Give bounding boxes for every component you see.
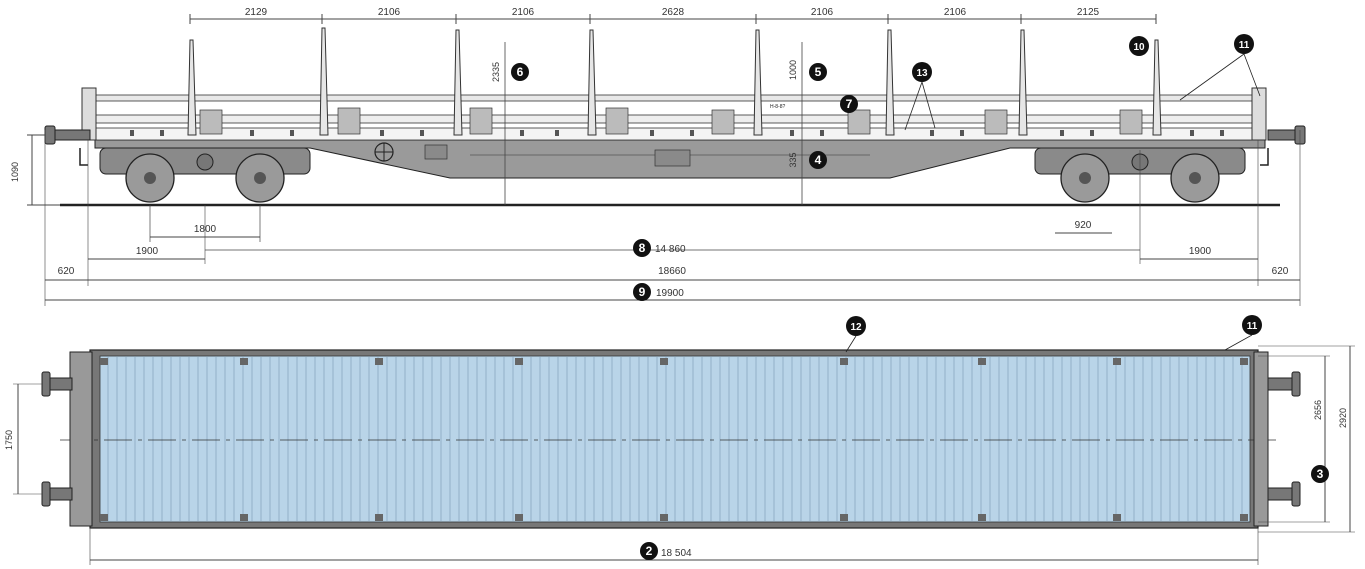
deck-bolts (130, 130, 1224, 136)
deck-clamp (1240, 514, 1248, 521)
svg-text:3: 3 (1317, 467, 1324, 481)
callout-5: 5 (809, 63, 827, 81)
headstock-length-label: 18660 (658, 266, 686, 277)
buffer-length-label: 19900 (656, 288, 684, 299)
deck-clamps (100, 358, 1248, 521)
stanchion-fittings (199, 107, 1143, 135)
overhang-right-label: 620 (1272, 266, 1289, 277)
stanchion (319, 27, 329, 136)
stanchion-spacing-7: 2125 (1077, 7, 1100, 18)
coupling-hook-right (1260, 148, 1269, 166)
bogie-detail-right-label: 920 (1075, 220, 1092, 231)
deck-clamp (1240, 358, 1248, 365)
svg-text:13: 13 (916, 68, 928, 79)
deck-clamp (100, 358, 108, 365)
deck-sole-bar (89, 127, 1266, 141)
stanchions (187, 27, 1162, 136)
deck-length-label: 18 504 (661, 548, 692, 559)
stanchion (885, 29, 895, 136)
overhang-left-label: 620 (58, 266, 75, 277)
deck-clamp (100, 514, 108, 521)
plan-view: 1750 2656 2920 18 504 2 3 12 11 (4, 315, 1355, 565)
svg-text:12: 12 (850, 322, 862, 333)
svg-text:7: 7 (846, 97, 853, 111)
deck-clamp (375, 514, 383, 521)
stanchion-height-left-label: 2335 (491, 62, 501, 82)
stanchion (587, 29, 597, 136)
end-wall-right (1251, 87, 1267, 141)
svg-text:6: 6 (517, 65, 524, 79)
callout-12: 12 (846, 316, 866, 336)
svg-text:5: 5 (815, 65, 822, 79)
headstock-right (1253, 351, 1269, 527)
svg-text:10: 10 (1133, 42, 1145, 53)
deck-clamp (978, 358, 986, 365)
coupling-hook-left (79, 148, 88, 166)
callout-4: 4 (809, 151, 827, 169)
callout-11-plan: 11 (1242, 315, 1262, 335)
deck-plank-lines (107, 357, 1243, 521)
stanchion-spacing-1: 2129 (245, 7, 268, 18)
callout-6: 6 (511, 63, 529, 81)
end-to-bogie-right-label: 1900 (1189, 246, 1212, 257)
buffer-spacing-label: 1750 (4, 430, 14, 450)
small-detail-label: H-8-8? (770, 104, 786, 110)
stanchion (1018, 29, 1028, 136)
bogie-left (99, 147, 311, 203)
deck-clamp (1113, 514, 1121, 521)
deck-top-rail (89, 94, 1266, 102)
stanchion (453, 29, 463, 136)
stanchion (187, 39, 197, 136)
callout-9: 9 (633, 283, 651, 301)
svg-text:11: 11 (1247, 321, 1258, 332)
svg-text:9: 9 (639, 285, 646, 299)
deck-clamp (240, 514, 248, 521)
callout-10: 10 (1129, 36, 1149, 56)
callout-2: 2 (640, 542, 658, 560)
top-dimension-ticks (189, 14, 1157, 24)
stanchion (1152, 39, 1162, 136)
stanchion-spacing-4: 2628 (662, 7, 685, 18)
deck-clamp (840, 358, 848, 365)
height-dim-label: 1090 (10, 162, 20, 182)
deck-clamp (375, 358, 383, 365)
deck-width-inner-label: 2656 (1313, 400, 1323, 420)
side-view: 2129 2106 2106 2628 2106 2106 2125 (10, 7, 1306, 306)
frame-box-2 (654, 149, 691, 167)
stanchion-spacing-5: 2106 (811, 7, 834, 18)
svg-text:2: 2 (646, 544, 653, 558)
callout-7: 7 (840, 95, 858, 113)
plan-buffers (41, 371, 1301, 507)
deck-width-outer-label: 2920 (1338, 408, 1348, 428)
stanchion-height-right-label: 1000 (788, 60, 798, 80)
deck-clamp (515, 514, 523, 521)
headstock-left (69, 351, 93, 527)
deck-clamp (660, 514, 668, 521)
deck-clamp (978, 514, 986, 521)
frame-depth-label: 335 (788, 152, 798, 167)
stanchion-spacing-2: 2106 (378, 7, 401, 18)
frame-box-1 (424, 144, 448, 160)
deck-clamp (660, 358, 668, 365)
bogie-pivot-label: 14 860 (655, 244, 686, 255)
stanchion-spacing-6: 2106 (944, 7, 967, 18)
deck-clamp (240, 358, 248, 365)
callout-3: 3 (1311, 465, 1329, 483)
svg-text:8: 8 (639, 241, 646, 255)
deck-mid-rail (89, 114, 1266, 124)
stanchion (753, 29, 763, 136)
callout-11-side: 11 (1234, 34, 1254, 54)
deck-clamp (515, 358, 523, 365)
callout-13: 13 (912, 62, 932, 82)
deck-clamp (1113, 358, 1121, 365)
svg-text:4: 4 (815, 153, 822, 167)
deck-clamp (840, 514, 848, 521)
end-to-bogie-left-label: 1900 (136, 246, 159, 257)
svg-text:11: 11 (1239, 40, 1250, 51)
stanchion-spacing-3: 2106 (512, 7, 535, 18)
callout-8: 8 (633, 239, 651, 257)
